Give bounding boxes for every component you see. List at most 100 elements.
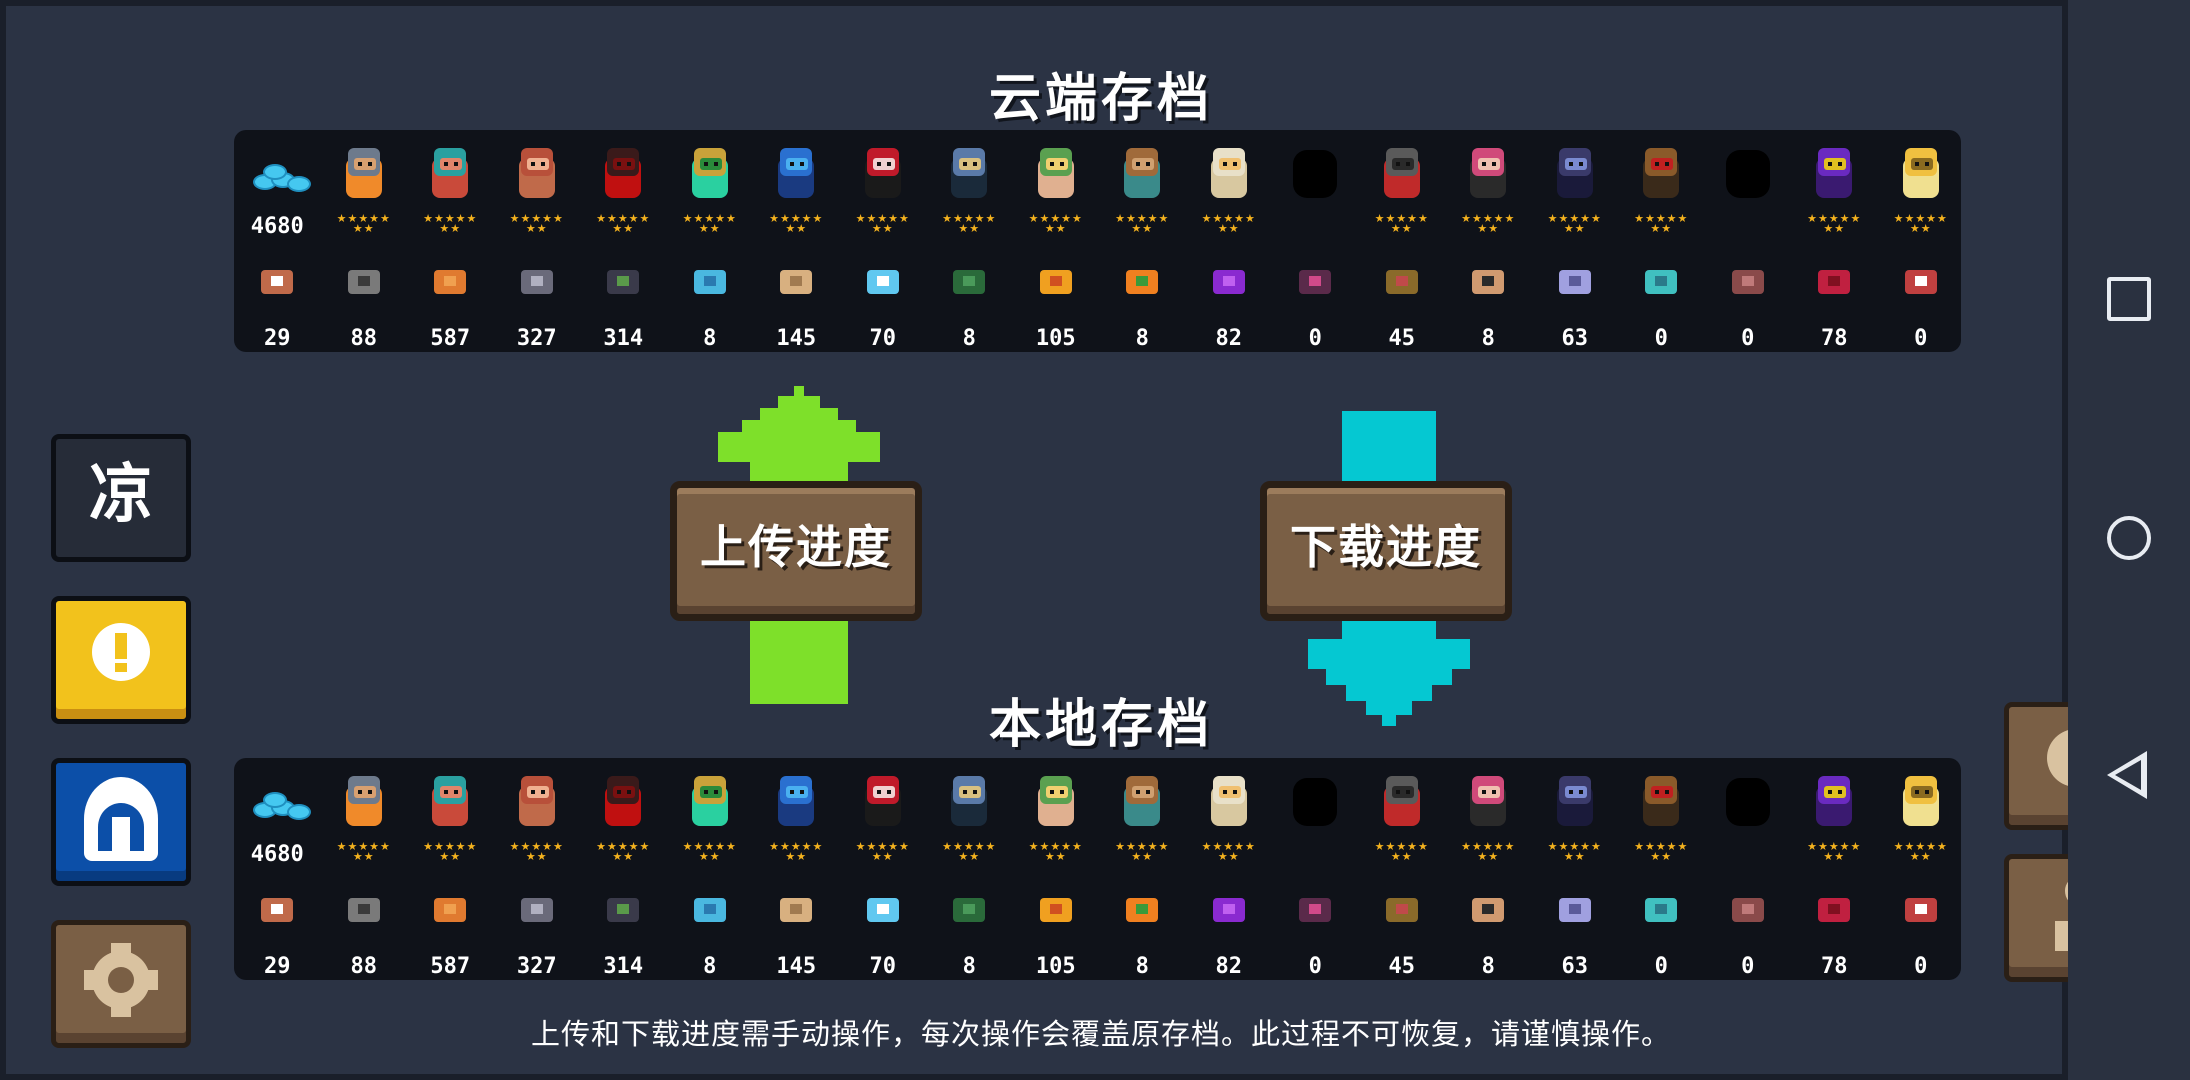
local-character-row: 4680 ★★★★★ ★★ ★★★★★ ★★ ★★★★★ ★★ ★★★★★ ★★ (234, 766, 1961, 870)
material-icon (1205, 888, 1253, 932)
local-save-title: 本地存档 (988, 695, 1213, 755)
character-officer: ★★★★★ ★★ (1618, 138, 1705, 242)
star-rating: ★★★★★ ★★ (769, 212, 824, 235)
necromancer-icon (1545, 772, 1605, 832)
material-count: 8 (962, 326, 976, 351)
material-icon (253, 888, 301, 932)
material-slot: 63 (1532, 250, 1619, 352)
star-rating: ★★★★★ ★★ (1115, 840, 1170, 863)
werewolf-icon (1112, 144, 1172, 204)
werewolf-icon (1112, 772, 1172, 832)
character-knight: ★★★★★ ★★ (321, 766, 408, 870)
material-slot: 0 (1272, 878, 1359, 980)
material-count: 70 (869, 326, 897, 351)
exclamation-icon (92, 623, 150, 681)
material-count: 0 (1741, 326, 1755, 351)
material-count: 8 (703, 326, 717, 351)
character-engineer: ★★★★★ ★★ (667, 138, 754, 242)
robot-icon (766, 144, 826, 204)
priest-icon (1199, 772, 1259, 832)
assassin-icon (593, 772, 653, 832)
character-rogue: ★★★★★ ★★ (407, 138, 494, 242)
material-count: 63 (1561, 954, 1589, 979)
material-count: 314 (603, 954, 644, 979)
recent-apps-icon[interactable] (2107, 277, 2151, 321)
download-progress-button[interactable]: 下载进度 (1260, 481, 1512, 621)
gear-icon (84, 943, 158, 1017)
material-icon (1637, 260, 1685, 304)
star-rating: ★★★★★ ★★ (509, 212, 564, 235)
chillyroom-logo-icon (84, 777, 158, 861)
locked-character-icon (1285, 772, 1345, 832)
gem-icon (247, 144, 312, 204)
material-count: 88 (350, 954, 378, 979)
material-icon (340, 260, 388, 304)
material-count: 0 (1308, 326, 1322, 351)
witch-icon (507, 144, 567, 204)
material-icon (686, 260, 734, 304)
star-rating: ★★★★★ ★★ (596, 212, 651, 235)
material-slot: 0 (1705, 250, 1792, 352)
material-count: 82 (1215, 954, 1243, 979)
notice-button[interactable] (51, 596, 191, 724)
star-rating: ★★★★★ ★★ (1374, 212, 1429, 235)
material-count: 8 (962, 954, 976, 979)
cool-button[interactable]: 凉 (51, 434, 191, 562)
character-locked (1272, 138, 1359, 242)
material-slot: 8 (1445, 250, 1532, 352)
chillyroom-button[interactable] (51, 758, 191, 886)
taoist-icon (1458, 144, 1518, 204)
material-count: 8 (1135, 326, 1149, 351)
back-icon[interactable] (2107, 751, 2147, 799)
material-count: 587 (430, 954, 471, 979)
locked-character-icon (1285, 144, 1345, 204)
star-rating: ★★★★★ ★★ (1028, 840, 1083, 863)
star-rating: ★★★★★ ★★ (942, 212, 997, 235)
cool-label: 凉 (89, 458, 153, 532)
material-icon (1118, 260, 1166, 304)
character-berserker: ★★★★★ ★★ (1359, 138, 1446, 242)
game-screen: 云端存档 4680 ★★★★★ ★★ ★★★★★ ★★ ★★★★★ ★★ (0, 0, 2144, 1080)
star-rating: ★★★★★ ★★ (1634, 212, 1689, 235)
material-slot: 8 (926, 250, 1013, 352)
material-icon (1551, 260, 1599, 304)
character-special: ★★★★★ ★★ (1878, 766, 1962, 870)
cloud-material-row: 29 88 587 327 314 8 145 (234, 250, 1961, 352)
material-slot: 0 (1618, 878, 1705, 980)
engineer-icon (680, 772, 740, 832)
material-count: 29 (264, 954, 291, 979)
material-icon (1291, 260, 1339, 304)
character-elf: ★★★★★ ★★ (1013, 766, 1100, 870)
star-rating: ★★★★★ ★★ (1634, 840, 1689, 863)
elf-icon (1026, 144, 1086, 204)
material-icon (1032, 260, 1080, 304)
star-rating: ★★★★★ ★★ (1028, 212, 1083, 235)
home-icon[interactable] (2107, 516, 2151, 560)
material-slot: 88 (321, 250, 408, 352)
gem-count: 4680 (250, 842, 304, 867)
character-elf: ★★★★★ ★★ (1013, 138, 1100, 242)
special-icon (1891, 144, 1951, 204)
upload-progress-button[interactable]: 上传进度 (670, 481, 922, 621)
material-icon (859, 260, 907, 304)
star-rating: ★★★★★ ★★ (1807, 212, 1862, 235)
material-icon (513, 888, 561, 932)
material-icon (340, 888, 388, 932)
material-count: 8 (1481, 954, 1495, 979)
material-slot: 0 (1878, 878, 1962, 980)
engineer-icon (680, 144, 740, 204)
cloud-save-panel: 4680 ★★★★★ ★★ ★★★★★ ★★ ★★★★★ ★★ ★★★★★ ★★ (234, 130, 1961, 352)
material-icon (859, 888, 907, 932)
vampire-icon (853, 772, 913, 832)
material-icon (1897, 260, 1945, 304)
material-count: 0 (1914, 954, 1928, 979)
material-count: 0 (1741, 954, 1755, 979)
star-rating: ★★★★★ ★★ (1461, 840, 1516, 863)
character-locked (1705, 138, 1792, 242)
star-rating: ★★★★★ ★★ (1461, 212, 1516, 235)
star-rating: ★★★★★ ★★ (855, 212, 910, 235)
settings-button[interactable] (51, 920, 191, 1048)
character-taoist: ★★★★★ ★★ (1445, 766, 1532, 870)
material-count: 8 (703, 954, 717, 979)
material-slot: 145 (753, 878, 840, 980)
